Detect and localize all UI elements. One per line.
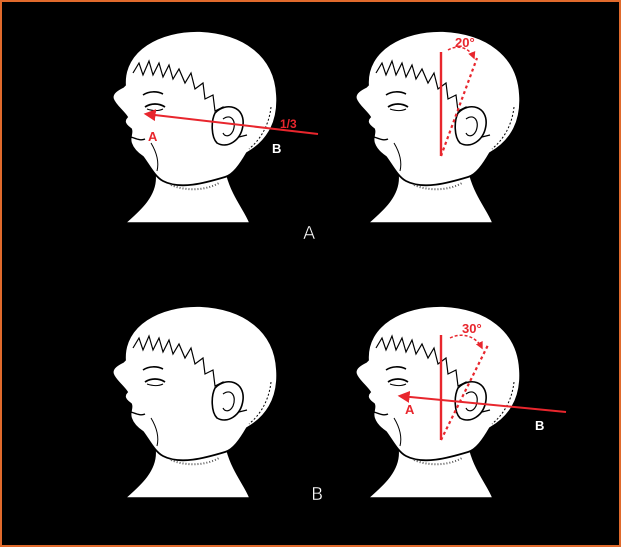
point-b-label-bottom-right: B <box>535 418 544 433</box>
angle-label-bottom-right: 30° <box>462 321 482 336</box>
head-top-right <box>356 31 521 223</box>
point-a-label-bottom-right: A <box>405 402 415 417</box>
panel-label-b: B <box>311 484 323 505</box>
point-b-label-top-left: B <box>272 141 281 156</box>
point-a-label-top-left: A <box>148 129 158 144</box>
head-bottom-right <box>356 306 521 498</box>
ratio-label-top-left: 1/3 <box>280 117 297 131</box>
angle-label-top-right: 20° <box>455 35 475 50</box>
head-bottom-left <box>113 306 278 498</box>
panel-label-a: A <box>303 223 316 244</box>
